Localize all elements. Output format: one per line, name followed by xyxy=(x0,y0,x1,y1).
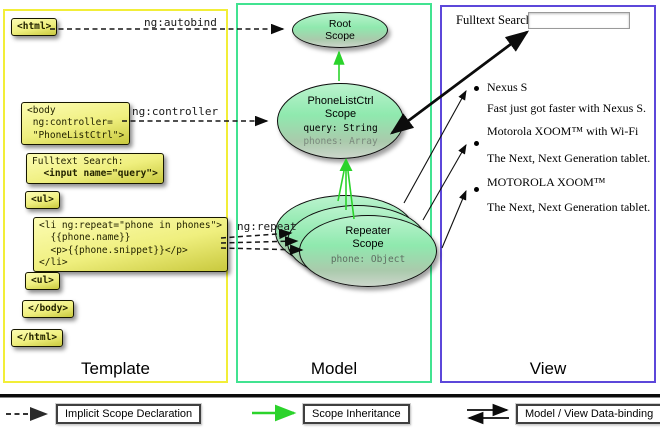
template-panel-label: Template xyxy=(81,359,150,378)
code-fulltext-search: Fulltext Search: <input name="query"> xyxy=(26,153,164,184)
bullet-icon xyxy=(474,86,479,91)
code-html-close: </html> xyxy=(11,329,64,348)
product-name: Motorola XOOM™ with Wi-Fi xyxy=(487,124,639,138)
legend-model-view-databinding: Model / View Data-binding xyxy=(514,403,660,425)
legend-implicit-scope-declaration: Implicit Scope Declaration xyxy=(54,403,203,425)
code-body-close: </body> xyxy=(22,300,75,319)
repeater-phone-prop: phone: Object xyxy=(330,254,406,266)
code-html-open: <html> xyxy=(11,18,58,37)
product-name: Nexus S xyxy=(487,80,528,94)
root-scope-ellipse: Root Scope xyxy=(292,12,388,48)
model-panel-label: Model xyxy=(310,359,358,378)
code-fulltext-line2: <input name="query"> xyxy=(32,168,158,180)
fulltext-search-label: Fulltext Search: xyxy=(456,13,536,27)
model-panel: Model xyxy=(236,3,432,383)
legend-divider xyxy=(0,394,660,398)
code-body-open: <body ng:controller= "PhoneListCtrl"> xyxy=(21,102,131,146)
code-ul-open: <ul> xyxy=(25,191,60,210)
product-desc: The Next, Next Generation tablet. xyxy=(487,151,651,165)
product-desc: Fast just got faster with Nexus S. xyxy=(487,101,646,115)
legend-scope-inheritance: Scope Inheritance xyxy=(302,403,411,425)
phonelistctrl-phones-prop: phones: Array xyxy=(303,135,378,147)
root-scope-title: Root Scope xyxy=(325,17,355,42)
fulltext-search-input[interactable] xyxy=(528,12,630,29)
template-panel: Template xyxy=(3,9,228,383)
view-panel: View xyxy=(440,5,656,383)
bullet-icon xyxy=(474,141,479,146)
view-panel-label: View xyxy=(529,359,567,378)
phonelistctrl-scope-title: PhoneListCtrl Scope xyxy=(307,95,374,120)
product-name: MOTOROLA XOOM™ xyxy=(487,175,606,189)
phonelistctrl-query-prop: query: String xyxy=(303,123,378,135)
repeater-scope-title: Repeater Scope xyxy=(345,225,391,250)
phonelistctrl-scope-ellipse: PhoneListCtrl Scope query: String phones… xyxy=(277,83,404,159)
code-fulltext-line1: Fulltext Search: xyxy=(32,156,124,167)
ng-controller-label: ng:controller xyxy=(132,105,219,118)
ng-autobind-label: ng:autobind xyxy=(144,16,217,29)
product-desc: The Next, Next Generation tablet. xyxy=(487,200,651,214)
repeater-scope-ellipse-front: Repeater Scope phone: Object xyxy=(299,215,437,287)
ng-repeat-label: ng:repeat xyxy=(237,220,297,233)
code-ul-close: <ul> xyxy=(25,272,60,291)
bullet-icon xyxy=(474,187,479,192)
code-li-repeat: <li ng:repeat="phone in phones"> {{phone… xyxy=(33,217,229,273)
